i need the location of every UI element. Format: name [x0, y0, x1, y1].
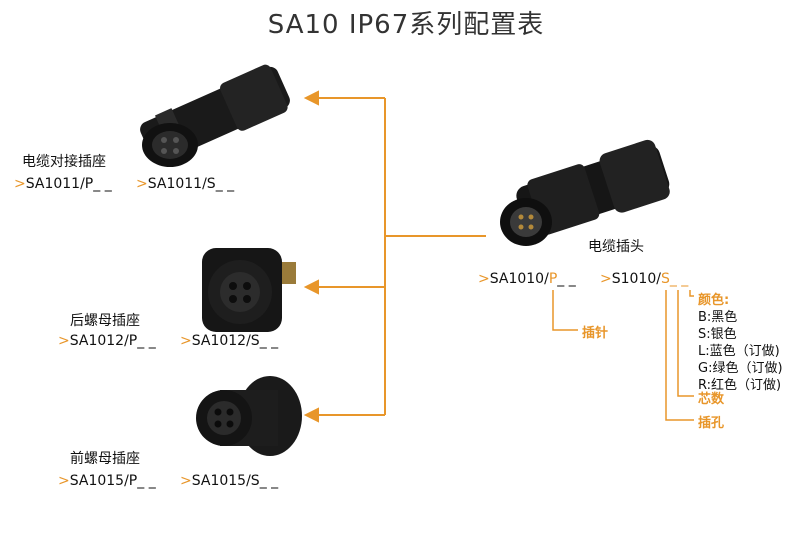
part-p: SA1011/P_ _ [25, 176, 112, 192]
plug-s-code: S [660, 271, 670, 287]
legend-pin: 插针 [582, 326, 609, 341]
legend-cores: 芯数 [698, 392, 725, 407]
color-leader [689, 290, 694, 297]
plug-s-suffix: _ _ [669, 271, 689, 287]
plug-p-code: P [548, 271, 558, 287]
arrow-glyph: > [180, 473, 192, 489]
socket-leader [665, 290, 694, 421]
arrow-glyph: > [14, 176, 26, 192]
pin-leader [552, 290, 578, 331]
legend-color-item: B:黑色 [698, 310, 738, 325]
arrow-glyph: > [136, 176, 148, 192]
arrow-glyph: > [180, 333, 192, 349]
part-p: SA1012/P_ _ [69, 333, 156, 349]
part-s: SA1012/S_ _ [191, 333, 279, 349]
plug-name: 电缆插头 [588, 239, 644, 255]
arrow-glyph: > [58, 473, 70, 489]
rear-nut-socket-image [202, 248, 296, 332]
part-number: >SA1015/P_ _ [58, 473, 156, 489]
part-p: SA1015/P_ _ [69, 473, 156, 489]
part-number: >SA1011/S_ _ [136, 176, 234, 192]
part-s: SA1015/S_ _ [191, 473, 279, 489]
part-number: >SA1012/P_ _ [58, 333, 156, 349]
legend-color-item: R:红色（订做) [698, 378, 782, 393]
arrow-glyph: > [58, 333, 70, 349]
legend-color-head: 颜色: [698, 293, 730, 308]
plug-part-p: >SA1010/P_ _ [478, 271, 576, 287]
part-number: >SA1012/S_ _ [180, 333, 278, 349]
legend-color-item: G:绿色（订做) [698, 361, 783, 376]
legend-color-item: L:蓝色（订做) [698, 344, 780, 359]
page-title: SA10 IP67系列配置表 [267, 10, 545, 40]
front-nut-socket-image [196, 376, 302, 456]
arrowhead-top [303, 90, 319, 106]
legend-socket: 插孔 [698, 416, 725, 431]
arrowhead-bottom [303, 407, 319, 423]
arrowhead-mid [303, 279, 319, 295]
connector-name: 后螺母插座 [70, 313, 140, 329]
connector-name: 前螺母插座 [70, 451, 140, 467]
part-number: >SA1011/P_ _ [14, 176, 112, 192]
plug-p-prefix: SA1010/ [489, 271, 549, 287]
legend-color-item: S:银色 [698, 327, 737, 342]
cable-plug-image [500, 139, 670, 246]
part-s: SA1011/S_ _ [147, 176, 235, 192]
cores-leader [677, 290, 694, 397]
plug-p-suffix: _ _ [557, 271, 576, 287]
connector-name: 电缆对接插座 [22, 154, 106, 170]
arrow-glyph: > [478, 271, 490, 287]
plug-part-s: >S1010/S_ _ [600, 271, 688, 287]
cable-coupler-image [140, 64, 290, 167]
plug-s-prefix: S1010/ [611, 271, 661, 287]
part-number: >SA1015/S_ _ [180, 473, 278, 489]
arrow-glyph: > [600, 271, 612, 287]
